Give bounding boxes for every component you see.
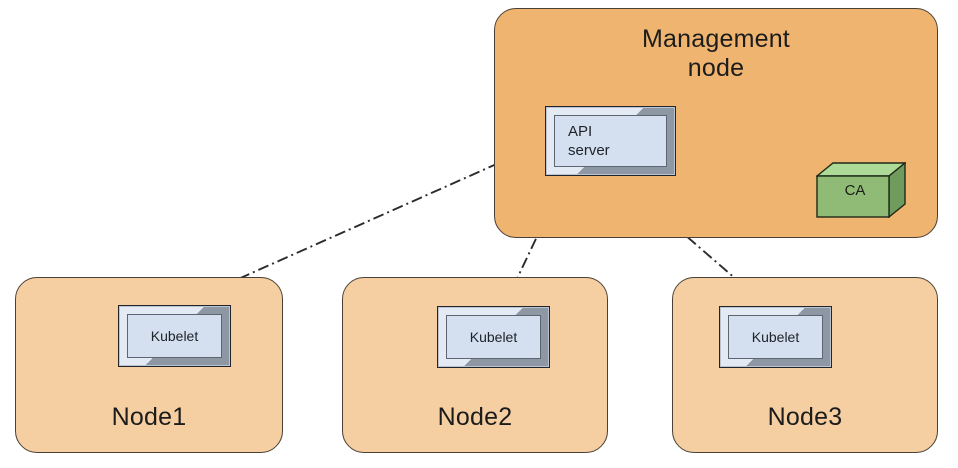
api-server-label: API server xyxy=(568,122,610,159)
kubelet-box-node3[interactable]: Kubelet xyxy=(719,306,832,368)
kubelet1-face xyxy=(127,314,222,358)
kubelet2-face xyxy=(446,315,541,359)
kubelet3-label: Kubelet xyxy=(751,329,800,345)
node3-label: Node3 xyxy=(767,403,843,431)
node1-label: Node1 xyxy=(111,403,187,431)
ca-box[interactable]: CA xyxy=(816,162,906,218)
kubelet-box-node1[interactable]: Kubelet xyxy=(118,305,231,367)
node2-label: Node2 xyxy=(437,403,513,431)
kubelet-box-node2[interactable]: Kubelet xyxy=(437,306,550,368)
kubelet1-label: Kubelet xyxy=(150,328,199,344)
ca-cuboid-icon xyxy=(816,162,906,218)
management-node-label: Management node xyxy=(642,25,790,82)
kubelet3-face xyxy=(728,315,823,359)
kubelet2-label: Kubelet xyxy=(469,329,518,345)
api-server-face xyxy=(554,115,667,167)
api-server-box[interactable]: API server xyxy=(545,106,676,176)
ca-label: CA xyxy=(844,182,866,199)
